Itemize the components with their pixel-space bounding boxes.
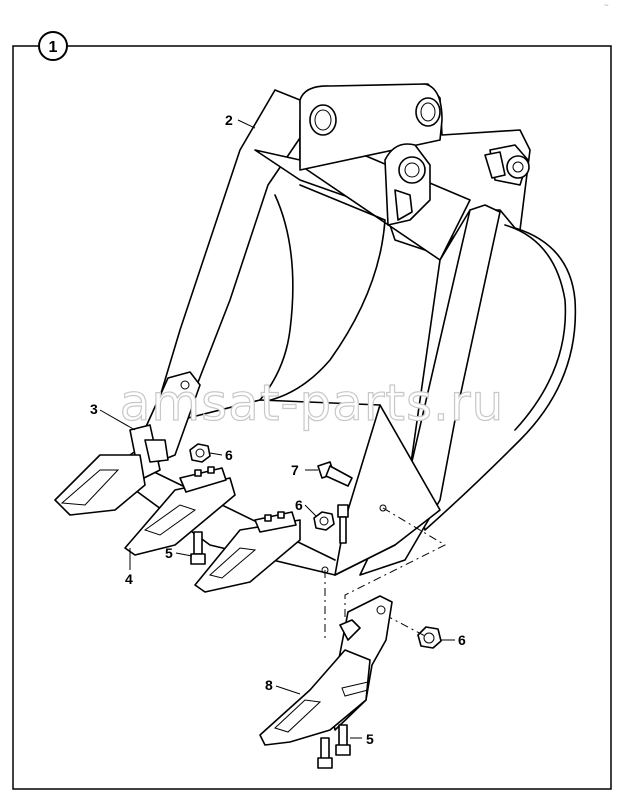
callout-6c: 6 bbox=[458, 632, 466, 648]
callout-5a: 5 bbox=[165, 545, 173, 561]
figure-number: 1 bbox=[49, 39, 58, 56]
tooth-4 bbox=[54, 454, 146, 516]
nut-6c bbox=[417, 626, 442, 649]
callout-4: 4 bbox=[125, 571, 133, 587]
callout-3: 3 bbox=[90, 401, 98, 417]
callout-6b: 6 bbox=[295, 497, 303, 513]
bolt-5b-right bbox=[335, 724, 351, 756]
figure-number-badge: 1 bbox=[38, 31, 68, 61]
callout-6a: 6 bbox=[225, 447, 233, 463]
nut-6a bbox=[189, 443, 211, 463]
callout-7: 7 bbox=[291, 462, 299, 478]
callout-5b: 5 bbox=[366, 731, 374, 747]
callout-2: 2 bbox=[225, 112, 233, 128]
bucket-body bbox=[129, 83, 577, 576]
corner-mark: ~ bbox=[604, 1, 609, 10]
leader-lines bbox=[99, 119, 455, 739]
bolt-7 bbox=[317, 461, 353, 487]
watermark: amsat-parts.ru bbox=[120, 374, 504, 432]
tooth-right bbox=[194, 511, 301, 593]
bolt-5a bbox=[190, 531, 206, 565]
assembly-line-3 bbox=[384, 614, 426, 637]
bolt-5b-left bbox=[317, 737, 333, 769]
nut-6b bbox=[313, 511, 335, 531]
callout-8: 8 bbox=[265, 677, 273, 693]
tooth-middle bbox=[124, 466, 236, 556]
diagram-frame bbox=[12, 45, 612, 790]
bolt-lip bbox=[337, 504, 349, 544]
side-tooth-8 bbox=[259, 595, 393, 746]
assembly-line-1 bbox=[344, 507, 447, 620]
